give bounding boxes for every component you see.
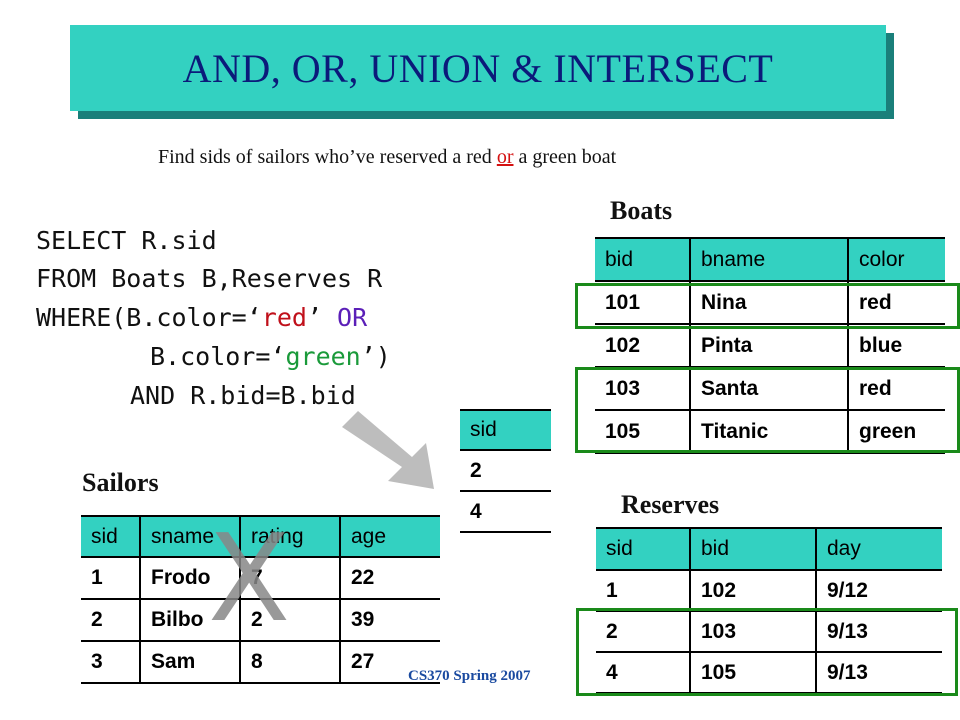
boats-cell: Nina	[689, 281, 848, 325]
subtitle-or: or	[496, 146, 514, 168]
boats-cell: blue	[847, 324, 945, 368]
result-header-sid: sid	[460, 410, 551, 451]
result-cell: 4	[460, 491, 551, 533]
sailors-cell: 39	[339, 599, 440, 642]
table-row: 4 105 9/13	[596, 652, 942, 694]
boats-cell: Santa	[689, 367, 848, 411]
table-row: 2	[460, 450, 551, 492]
sailors-cell: 8	[239, 641, 340, 684]
boats-cell: green	[847, 410, 945, 454]
subtitle: Find sids of sailors who’ve reserved a r…	[158, 146, 616, 169]
sailors-cell: 2	[239, 599, 340, 642]
table-row: 2 Bilbo 2 39	[81, 599, 440, 642]
sailors-header-row: sid sname rating age	[81, 516, 440, 558]
sql-quote: ’	[306, 303, 338, 332]
reserves-cell: 105	[689, 652, 816, 694]
sql-line-1: SELECT R.sid	[36, 226, 217, 255]
sailors-table: sid sname rating age 1 Frodo 7 22 2 Bilb…	[81, 515, 440, 684]
boats-cell: red	[847, 281, 945, 325]
sailors-header-rating: rating	[239, 516, 340, 558]
reserves-cell: 9/13	[815, 611, 942, 653]
sailors-cell: Bilbo	[139, 599, 240, 642]
table-row: 3 Sam 8 27	[81, 641, 440, 684]
sailors-header-age: age	[339, 516, 440, 558]
table-row: 102 Pinta blue	[595, 324, 945, 368]
sailors-header-sname: sname	[139, 516, 240, 558]
reserves-cell: 4	[596, 652, 690, 694]
table-row: 1 Frodo 7 22	[81, 557, 440, 600]
reserves-header-day: day	[815, 528, 942, 571]
boats-cell: 105	[595, 410, 690, 454]
sailors-cell: 1	[81, 557, 140, 600]
table-row: 101 Nina red	[595, 281, 945, 325]
boats-cell: 103	[595, 367, 690, 411]
reserves-cell: 103	[689, 611, 816, 653]
boats-header-bname: bname	[689, 238, 848, 282]
result-cell: 2	[460, 450, 551, 492]
table-row: 4	[460, 491, 551, 533]
sql-where: WHERE(B.color=‘	[36, 303, 262, 332]
boats-cell: Titanic	[689, 410, 848, 454]
sailors-cell: 3	[81, 641, 140, 684]
boats-highlight-row-1	[575, 283, 960, 329]
sailors-header-sid: sid	[81, 516, 140, 558]
title-box: AND, OR, UNION & INTERSECT	[70, 25, 886, 111]
reserves-cell: 1	[596, 570, 690, 612]
slide-title: AND, OR, UNION & INTERSECT	[182, 45, 774, 91]
result-header-row: sid	[460, 410, 551, 451]
sailors-cell: 27	[339, 641, 440, 684]
reserves-cell: 102	[689, 570, 816, 612]
cross-product-symbol: X	[208, 510, 291, 649]
sql-or-keyword: OR	[337, 303, 368, 332]
sailors-cell: 2	[81, 599, 140, 642]
reserves-label: Reserves	[621, 490, 720, 519]
boats-cell: 101	[595, 281, 690, 325]
boats-highlight-rows-3-4	[575, 367, 960, 453]
boats-table: bid bname color 101 Nina red 102 Pinta b…	[595, 237, 945, 454]
boats-cell: 102	[595, 324, 690, 368]
sql-line-5: AND R.bid=B.bid	[130, 381, 356, 410]
reserves-header-sid: sid	[596, 528, 690, 571]
boats-cell: red	[847, 367, 945, 411]
sql-green-literal: green	[285, 342, 361, 371]
sailors-cell: 7	[239, 557, 340, 600]
footer-course: CS370 Spring 2007	[408, 668, 531, 684]
subtitle-before: Find sids of sailors who’ve reserved a r…	[158, 146, 497, 168]
sql-color-eq: B.color=‘	[150, 342, 286, 371]
reserves-header-bid: bid	[689, 528, 816, 571]
reserves-table: sid bid day 1 102 9/12 2 103 9/13 4 105 …	[596, 527, 942, 694]
arrow-icon	[342, 411, 434, 489]
reserves-cell: 9/13	[815, 652, 942, 694]
result-table: sid 2 4	[460, 409, 551, 533]
subtitle-after: a green boat	[513, 146, 617, 168]
table-row: 105 Titanic green	[595, 410, 945, 454]
sailors-cell: Sam	[139, 641, 240, 684]
table-row: 103 Santa red	[595, 367, 945, 411]
sql-line-4: B.color=‘green’)	[150, 344, 391, 369]
sql-red-literal: red	[261, 303, 307, 332]
sql-line-2: FROM Boats B,Reserves R	[36, 264, 383, 293]
reserves-header-row: sid bid day	[596, 528, 942, 571]
boats-cell: Pinta	[689, 324, 848, 368]
sailors-cell: 22	[339, 557, 440, 600]
table-row: 2 103 9/13	[596, 611, 942, 653]
reserves-highlight-rows-2-3	[576, 608, 958, 696]
boats-header-row: bid bname color	[595, 238, 945, 282]
boats-header-bid: bid	[595, 238, 690, 282]
boats-header-color: color	[847, 238, 945, 282]
reserves-cell: 9/12	[815, 570, 942, 612]
sql-close: ’)	[360, 342, 391, 371]
reserves-cell: 2	[596, 611, 690, 653]
sailors-cell: Frodo	[139, 557, 240, 600]
sailors-label: Sailors	[82, 468, 159, 497]
boats-label: Boats	[610, 196, 673, 225]
table-row: 1 102 9/12	[596, 570, 942, 612]
sql-line-3: WHERE(B.color=‘red’ OR	[36, 305, 367, 330]
